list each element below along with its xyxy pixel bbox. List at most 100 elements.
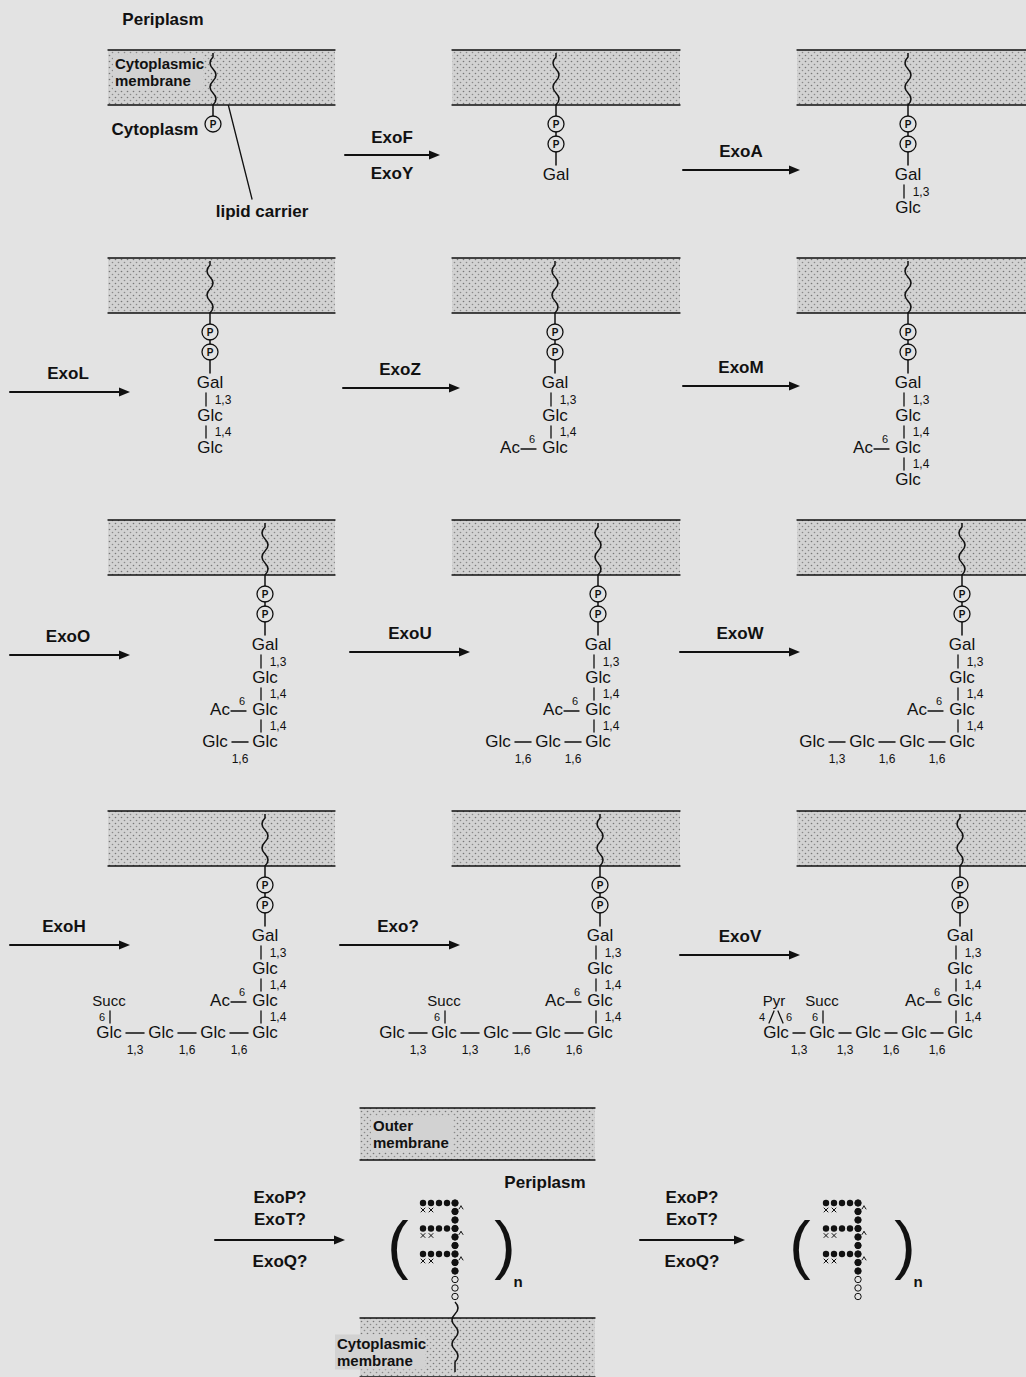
- sugar: Glc: [947, 1024, 973, 1043]
- sugar: Glc: [585, 733, 611, 752]
- enzyme-label: ExoM: [718, 359, 763, 378]
- phosphate-circle: [257, 897, 273, 913]
- bond-line: [232, 741, 248, 743]
- membrane-edge: [797, 104, 1026, 105]
- residue-dot: [452, 1268, 458, 1274]
- bond-line: [903, 393, 904, 406]
- phosphate-circle: [548, 116, 564, 132]
- phosphate-letter: P: [957, 900, 964, 911]
- position-number: 6: [99, 1011, 105, 1023]
- acetyl: Ac: [907, 701, 927, 720]
- membrane-band: [108, 520, 335, 575]
- sugar: Glc: [763, 1024, 789, 1043]
- phosphate-circle: [257, 606, 273, 622]
- reaction-arrow: [340, 944, 454, 946]
- linkage-number: 1,4: [965, 979, 982, 992]
- phosphate-letter: P: [207, 327, 214, 338]
- bond-line: [903, 458, 904, 470]
- phosphate-letter: P: [597, 900, 604, 911]
- phosphate-circle: [547, 344, 563, 360]
- membrane-band: [108, 811, 335, 866]
- position-number: 6: [936, 695, 942, 707]
- residue-dot: [420, 1200, 426, 1206]
- bond-line: [264, 913, 266, 926]
- residue-dot: [855, 1217, 861, 1223]
- sugar: Glc: [431, 1024, 457, 1043]
- linkage-number: 1,4: [967, 720, 984, 733]
- sugar: Glc: [947, 992, 973, 1011]
- residue-dot: [839, 1225, 845, 1231]
- bond-line: [955, 946, 956, 959]
- substituent-mark: [832, 1208, 836, 1212]
- residue-dot: [847, 1200, 853, 1206]
- phosphate-circle: [900, 116, 916, 132]
- enzyme-label: ExoP?: [666, 1189, 719, 1208]
- lipid-carrier-label: lipid carrier: [216, 203, 309, 222]
- residue-dot: [831, 1200, 837, 1206]
- repeat-count: n: [913, 1274, 922, 1291]
- substituent: Succ: [805, 993, 838, 1010]
- arrow-head: [789, 166, 800, 175]
- bond-line: [961, 622, 963, 635]
- position-number: 6: [572, 695, 578, 707]
- substituent-mark: [824, 1234, 828, 1238]
- residue-dot: [436, 1225, 442, 1231]
- bond-line: [555, 152, 557, 165]
- acetyl: Ac: [853, 439, 873, 458]
- phosphate-letter: P: [905, 139, 912, 150]
- bond-line: [205, 393, 206, 406]
- linkage-number: 1,6: [929, 753, 946, 766]
- sugar: Glc: [252, 733, 278, 752]
- arrow-head: [789, 648, 800, 657]
- bond-line: [599, 866, 601, 877]
- repeat-count: n: [513, 1274, 522, 1291]
- phosphate-circle: [590, 606, 606, 622]
- substituent-mark: [421, 1259, 425, 1263]
- residue-dot: [823, 1251, 829, 1257]
- enzyme-label: ExoZ: [379, 361, 421, 380]
- bond-line: [597, 575, 599, 586]
- residue-dot: [839, 1200, 845, 1206]
- sugar: Gal: [252, 927, 278, 946]
- acetyl: Ac: [545, 992, 565, 1011]
- phosphate-letter: P: [262, 880, 269, 891]
- lipid-carrier: [905, 53, 911, 105]
- residue-dot: [452, 1234, 458, 1240]
- reaction-arrow: [680, 954, 794, 956]
- linkage-number: 1,4: [560, 426, 577, 439]
- bond-line: [957, 655, 958, 668]
- residue-dot: [452, 1259, 458, 1265]
- bond-line: [874, 448, 889, 449]
- linkage-number: 1,6: [566, 1044, 583, 1057]
- membrane-edge: [108, 574, 335, 575]
- sugar: Glc: [535, 1024, 561, 1043]
- bracket: (: [789, 1210, 810, 1280]
- lipid-carrier: [957, 814, 963, 866]
- sugar: Glc: [197, 407, 223, 426]
- enzyme-label: ExoW: [716, 625, 763, 644]
- lipid-carrier: [262, 523, 268, 575]
- bond-line: [264, 602, 266, 606]
- bond-line: [597, 602, 599, 606]
- linkage-number: 1,3: [215, 394, 232, 407]
- region-label: Cytoplasm: [112, 121, 199, 140]
- bond-line: [515, 741, 531, 743]
- linkage-number: 1,4: [605, 979, 622, 992]
- position-number: 6: [786, 1011, 792, 1023]
- linkage-number: 1,3: [837, 1044, 854, 1057]
- phosphate-circle: [257, 586, 273, 602]
- residue-dot: [847, 1251, 853, 1257]
- substituent-mark: [832, 1259, 836, 1263]
- bond-line: [565, 741, 581, 743]
- substituent-mark: [824, 1208, 828, 1212]
- position-number: 6: [434, 1011, 440, 1023]
- residue-dot: [452, 1217, 458, 1223]
- sugar: Glc: [252, 992, 278, 1011]
- residue-dot: [855, 1285, 861, 1291]
- linkage-number: 1,6: [879, 753, 896, 766]
- membrane-edge: [360, 1376, 595, 1377]
- membrane-band: [108, 258, 335, 313]
- membrane-label: Cytoplasmic membrane: [335, 1335, 425, 1370]
- membrane-edge: [360, 1159, 595, 1160]
- linkage-number: 1,3: [965, 947, 982, 960]
